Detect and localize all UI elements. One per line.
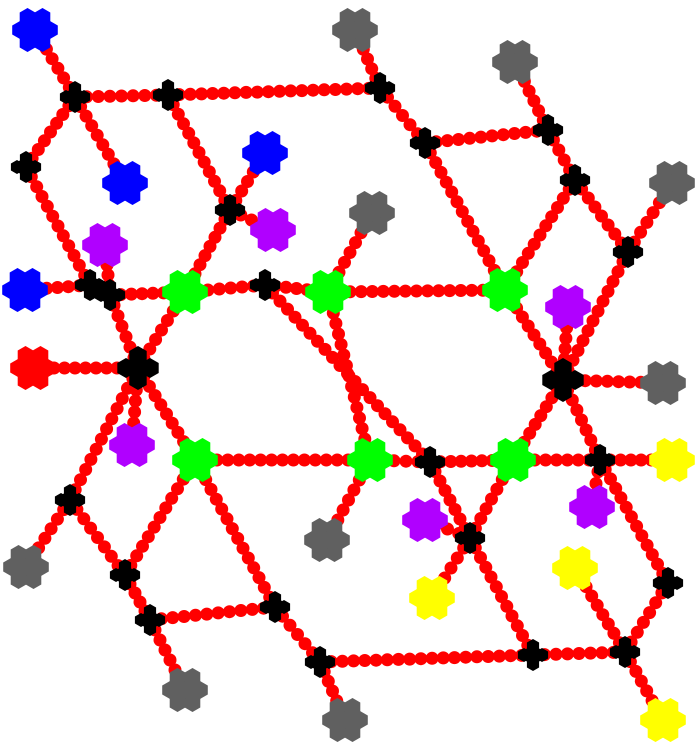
blue-terminal-flower-icon — [2, 268, 48, 312]
purple-terminal-flower-icon — [545, 285, 591, 329]
junction-node-icon — [517, 639, 549, 671]
bond-j2-j3 — [161, 81, 387, 102]
grey-terminal-flower-icon — [3, 545, 49, 589]
junction-node-icon — [94, 279, 126, 311]
terminal-layer — [2, 8, 695, 742]
junction-layer — [10, 72, 684, 678]
yellow-terminal-flower-icon — [640, 698, 686, 742]
green-terminal-flower-icon — [305, 270, 351, 314]
green-terminal-flower-icon — [490, 438, 536, 482]
purple-terminal-flower-icon — [82, 223, 128, 267]
junction-node-icon — [249, 269, 281, 301]
grey-terminal-flower-icon — [162, 668, 208, 712]
purple-terminal-flower-icon — [569, 485, 615, 529]
junction-node-icon — [10, 151, 42, 183]
purple-terminal-flower-icon — [402, 498, 448, 542]
grey-terminal-flower-icon — [492, 40, 538, 84]
junction-node-icon — [414, 446, 446, 478]
purple-terminal-flower-icon — [250, 208, 296, 252]
junction-node-icon — [542, 358, 584, 402]
junction-node-icon — [409, 127, 441, 159]
grey-terminal-flower-icon — [640, 361, 686, 405]
junction-node-icon — [652, 567, 684, 599]
junction-node-icon — [134, 604, 166, 636]
grey-terminal-flower-icon — [349, 191, 395, 235]
green-terminal-flower-icon — [482, 268, 528, 312]
junction-node-icon — [612, 236, 644, 268]
yellow-terminal-flower-icon — [409, 576, 455, 620]
junction-node-icon — [259, 591, 291, 623]
green-terminal-flower-icon — [172, 438, 218, 482]
junction-node-icon — [532, 114, 564, 146]
junction-node-icon — [584, 444, 616, 476]
blue-terminal-flower-icon — [242, 131, 288, 175]
junction-node-icon — [609, 636, 641, 668]
grey-terminal-flower-icon — [322, 698, 368, 742]
blue-terminal-flower-icon — [102, 161, 148, 205]
blue-terminal-flower-icon — [12, 8, 58, 52]
junction-node-icon — [214, 194, 246, 226]
grey-terminal-flower-icon — [332, 8, 378, 52]
junction-node-icon — [559, 164, 591, 196]
grey-terminal-flower-icon — [304, 518, 350, 562]
junction-node-icon — [59, 81, 91, 113]
green-terminal-flower-icon — [162, 270, 208, 314]
junction-node-icon — [152, 79, 184, 111]
junction-node-icon — [109, 559, 141, 591]
bond-g2-g5 — [321, 285, 377, 467]
junction-node-icon — [454, 522, 486, 554]
bond-j22-j23 — [313, 648, 540, 669]
green-terminal-flower-icon — [347, 438, 393, 482]
junction-node-icon — [304, 646, 336, 678]
purple-terminal-flower-icon — [109, 423, 155, 467]
junction-node-icon — [54, 484, 86, 516]
yellow-terminal-flower-icon — [649, 438, 695, 482]
grey-terminal-flower-icon — [649, 161, 695, 205]
red-terminal-flower-icon — [10, 346, 56, 390]
junction-node-icon — [117, 346, 159, 390]
junction-node-icon — [74, 269, 106, 301]
junction-node-icon — [364, 72, 396, 104]
yellow-terminal-flower-icon — [552, 546, 598, 590]
